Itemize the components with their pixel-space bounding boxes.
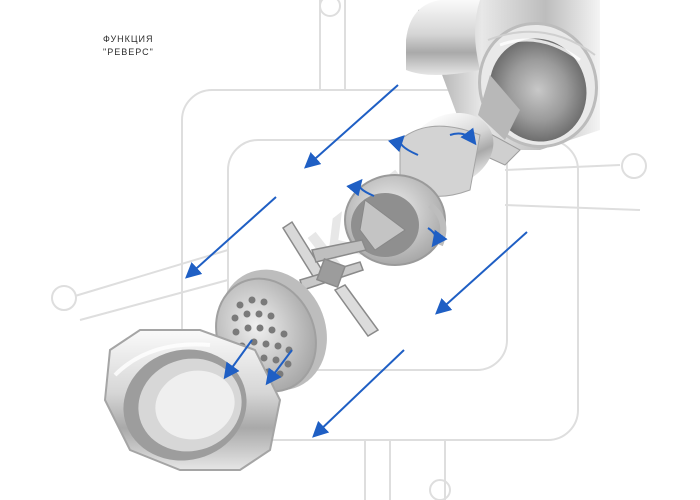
ring-nut-icon [103, 329, 282, 471]
flow-arrow-icon [346, 178, 375, 197]
flow-arrow-icon [185, 196, 277, 279]
caption-line-2: "РЕВЕРС" [103, 47, 154, 57]
flow-arrow-icon [265, 349, 293, 386]
motor-housing-icon [406, 0, 600, 150]
flow-arrow-icon [312, 349, 405, 438]
auger-icon [344, 113, 521, 266]
flow-arrow-icon [435, 231, 528, 315]
caption-line-1: ФУНКЦИЯ [103, 34, 154, 44]
flow-arrows [185, 84, 528, 438]
flow-arrow-icon [387, 135, 419, 156]
cross-blade-icon [281, 220, 380, 337]
flow-arrow-icon [223, 339, 253, 380]
background-line-art [51, 0, 647, 500]
flow-arrow-icon [449, 127, 477, 146]
flow-arrow-icon [304, 84, 399, 169]
function-caption: ФУНКЦИЯ "РЕВЕРС" [103, 33, 154, 59]
flow-arrow-icon [427, 227, 448, 248]
